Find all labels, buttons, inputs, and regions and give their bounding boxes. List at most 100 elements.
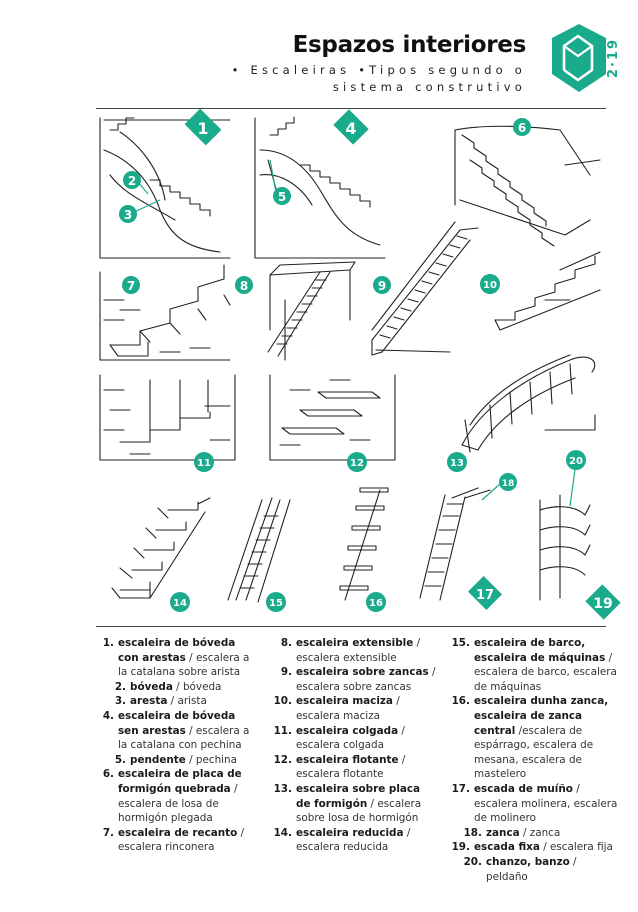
legend-gloss: / escalera a la catalana sobre arista bbox=[118, 651, 250, 679]
legend-item: 9. escaleira sobre zancas / escalera sobr… bbox=[270, 665, 438, 694]
legend-term: escaleira extensible bbox=[296, 637, 414, 649]
figure-central-stringer-stair bbox=[339, 487, 389, 601]
svg-text:11: 11 bbox=[197, 458, 211, 469]
figure-label-18: 18 bbox=[499, 473, 517, 491]
legend-number: 1. bbox=[102, 637, 114, 649]
figure-label-6: 6 bbox=[513, 118, 531, 136]
legend-item: 3.aresta / arista bbox=[92, 694, 258, 709]
figure-vaulted-stair-without-arris bbox=[254, 116, 386, 259]
legend-item: 15. escaleira de barco, escaleira de máqu… bbox=[448, 636, 618, 694]
legend-number: 12. bbox=[273, 753, 292, 766]
legend-gloss: / escalera de barco, escalera de máquina… bbox=[474, 651, 617, 693]
legend-number: 16. bbox=[451, 695, 470, 708]
svg-text:15: 15 bbox=[269, 598, 283, 609]
legend-gloss: / escalera sobre zancas bbox=[296, 666, 436, 693]
figure-label-11: 11 bbox=[194, 452, 214, 472]
legend-term: escaleira sobre placa de formigón bbox=[296, 782, 421, 810]
legend-gloss: / escalera maciza bbox=[296, 695, 400, 722]
figure-label-19: 19 bbox=[585, 584, 621, 620]
legend-gloss: / escalera sobre losa de hormigón bbox=[296, 797, 422, 825]
svg-text:10: 10 bbox=[483, 280, 497, 291]
figure-corner-stair bbox=[99, 264, 231, 361]
legend-item: 5. pendente / pechina bbox=[92, 753, 258, 768]
legend-term: zanca bbox=[486, 826, 520, 839]
page-subtitle: • Escaleiras •Tipos segundo o sistema co… bbox=[231, 63, 526, 94]
legend-term: escaleira sobre zancas bbox=[296, 666, 429, 679]
legend-gloss: / escalera extensible bbox=[296, 637, 421, 664]
legend-item: 16. escaleira dunha zanca, escaleira de z… bbox=[448, 694, 618, 782]
legend-item: 10.escaleira maciza / escalera maciza bbox=[270, 694, 438, 723]
legend-number: 2. bbox=[114, 680, 126, 693]
figure-fixed-ladder bbox=[539, 494, 591, 601]
legend-item: 7.escaleira de recanto / escalera rincon… bbox=[92, 826, 258, 855]
legend-gloss: / escalera de losa de hormigón plegada bbox=[118, 782, 238, 825]
legend-term: escaleira de placa de formigón quebrada bbox=[118, 768, 242, 795]
svg-text:18: 18 bbox=[502, 479, 515, 489]
legend-number: 14. bbox=[273, 826, 292, 839]
figure-label-9: 9 bbox=[373, 276, 391, 294]
legend-term: escaleira de barco, escaleira de máquina… bbox=[474, 637, 606, 664]
svg-text:20: 20 bbox=[569, 456, 583, 467]
figure-label-2: 2 bbox=[123, 171, 141, 189]
legend-number: 19. bbox=[451, 841, 470, 854]
legend-item: 17.escada de muíño / escalera molinera, … bbox=[448, 782, 618, 826]
legend-item: 6. escaleira de placa de formigón quebrad… bbox=[92, 767, 258, 825]
figure-label-8: 8 bbox=[235, 276, 253, 294]
legend-gloss: / pechina bbox=[185, 753, 238, 766]
legend-item: 20.chanzo, banzo / peldaño bbox=[448, 855, 618, 884]
legend-item: 11.escaleira colgada / escalera colgada bbox=[270, 724, 438, 753]
stair-illustrations: 1 2 3 4 5 6 7 8 9 10 11 12 13 14 15 16 1… bbox=[99, 108, 621, 620]
legend-item: 4.escaleira de bóveda sen arestas / esca… bbox=[92, 709, 258, 753]
legend-term: bóveda bbox=[130, 680, 173, 693]
legend-number: 15. bbox=[451, 637, 470, 649]
figure-solid-stair bbox=[494, 251, 601, 331]
figure-label-17: 17 bbox=[468, 576, 502, 610]
figure-reduced-stair bbox=[111, 497, 211, 599]
svg-text:14: 14 bbox=[173, 598, 187, 609]
legend-gloss: / escalera molinera, escalera de moliner… bbox=[474, 782, 618, 825]
figure-label-10: 10 bbox=[480, 274, 500, 294]
legend-number: 9. bbox=[280, 666, 292, 679]
legend-term: pendente bbox=[130, 753, 186, 766]
svg-text:13: 13 bbox=[450, 458, 464, 469]
legend-column-3: 15. escaleira de barco, escaleira de máqu… bbox=[448, 636, 618, 884]
figure-label-1: 1 bbox=[184, 108, 222, 146]
figure-ships-ladder bbox=[227, 497, 291, 603]
legend-number: 11. bbox=[273, 724, 292, 737]
svg-text:8: 8 bbox=[240, 279, 248, 293]
header-rule bbox=[96, 108, 606, 109]
svg-text:12: 12 bbox=[350, 458, 364, 469]
legend-gloss: / peldaño bbox=[486, 855, 577, 883]
legend-item: 14.escaleira reducida / escalera reducid… bbox=[270, 826, 438, 855]
legend-item: 13. escaleira sobre placa de formigón / e… bbox=[270, 782, 438, 826]
svg-text:5: 5 bbox=[278, 190, 286, 204]
figure-folded-slab-stair bbox=[454, 125, 601, 247]
figure-label-7: 7 bbox=[122, 276, 140, 294]
legend-term: escaleira dunha zanca, escaleira de zanc… bbox=[474, 695, 609, 737]
legend-gloss: / bóveda bbox=[172, 680, 222, 693]
svg-text:3: 3 bbox=[124, 208, 132, 222]
legend-gloss: / escalera reducida bbox=[296, 826, 411, 854]
legend-term: chanzo, banzo bbox=[486, 855, 570, 868]
legend-item: 2. bóveda / bóveda bbox=[92, 680, 258, 695]
svg-text:4: 4 bbox=[345, 119, 356, 138]
legend-number: 6. bbox=[102, 768, 114, 781]
legend-term: escada fixa bbox=[474, 841, 540, 854]
figure-slab-stair-curved bbox=[461, 354, 596, 453]
svg-text:16: 16 bbox=[369, 598, 383, 609]
legend-item: 1.escaleira de bóveda con arestas / esca… bbox=[92, 636, 258, 680]
figure-floating-stair bbox=[269, 374, 396, 461]
legend-number: 5. bbox=[114, 753, 126, 766]
legend-column-2: 8.escaleira extensible / escalera extens… bbox=[270, 636, 438, 855]
legend-gloss: / escalera flotante bbox=[296, 753, 406, 781]
legend-number: 13. bbox=[273, 782, 292, 795]
svg-text:19: 19 bbox=[593, 596, 612, 612]
legend-term: escaleira colgada bbox=[296, 724, 399, 737]
legend-gloss: / arista bbox=[167, 695, 207, 708]
legend-number: 4. bbox=[102, 709, 114, 722]
legend-gloss: / zanca bbox=[519, 826, 561, 839]
legend-term: escada de muíño bbox=[474, 782, 573, 795]
legend-term: escaleira maciza bbox=[296, 695, 393, 708]
legend-item: 19.escada fixa / escalera fija bbox=[448, 840, 618, 855]
legend-item: 18.zanca / zanca bbox=[448, 826, 618, 841]
